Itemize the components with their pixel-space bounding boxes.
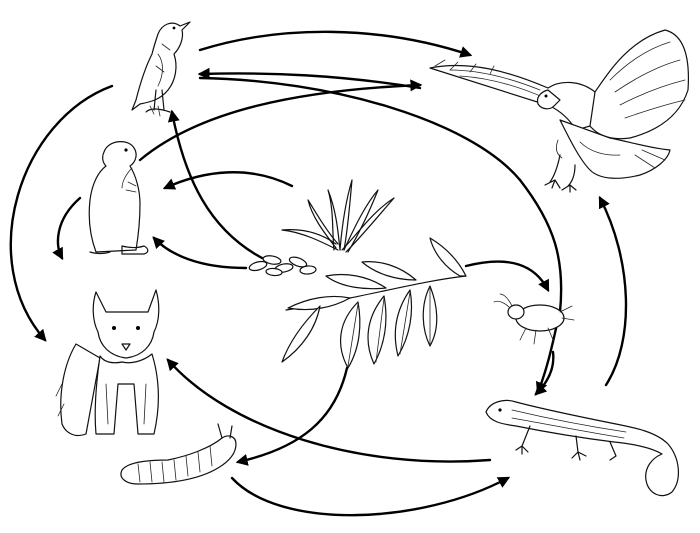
- arrows-layer: [9, 30, 628, 517]
- arrow-lizard-to-fox: [166, 358, 492, 463]
- arrow-leaves-to-aphid: [464, 260, 550, 293]
- arrow-caterpillar-to-lizard: [230, 476, 511, 517]
- aphid-icon: [493, 293, 575, 345]
- prairie-dog-icon: [88, 141, 149, 255]
- arrow-lizard-to-hawk: [598, 195, 628, 387]
- arrow-seeds-to-meadowlark: [167, 109, 264, 260]
- hawk-icon: [429, 29, 689, 193]
- arrow-seeds-to-prairie-dog: [152, 236, 248, 270]
- arrow-prairie-dog-to-fox: [52, 196, 82, 261]
- seeds-icon: [248, 255, 317, 277]
- arrow-leaves-to-caterpillar: [235, 366, 349, 466]
- fox-icon: [55, 289, 160, 437]
- arrow-prairie-dog-to-hawk: [138, 79, 423, 162]
- leaves-icon: [281, 237, 467, 369]
- arrow-meadowlark-to-hawk: [198, 30, 473, 58]
- arrow-meadowlark-to-aphid-tail: [518, 178, 563, 314]
- meadowlark-icon: [131, 21, 191, 117]
- lizard-icon: [485, 399, 679, 497]
- caterpillar-icon: [120, 423, 237, 485]
- arrow-hawk-to-meadowlark: [197, 67, 422, 90]
- arrow-meadowlark-to-aphid: [198, 76, 522, 182]
- arrow-grass-to-prairie-dog: [162, 171, 294, 190]
- grass-icon: [281, 179, 395, 253]
- arrow-meadowlark-to-fox: [9, 84, 114, 342]
